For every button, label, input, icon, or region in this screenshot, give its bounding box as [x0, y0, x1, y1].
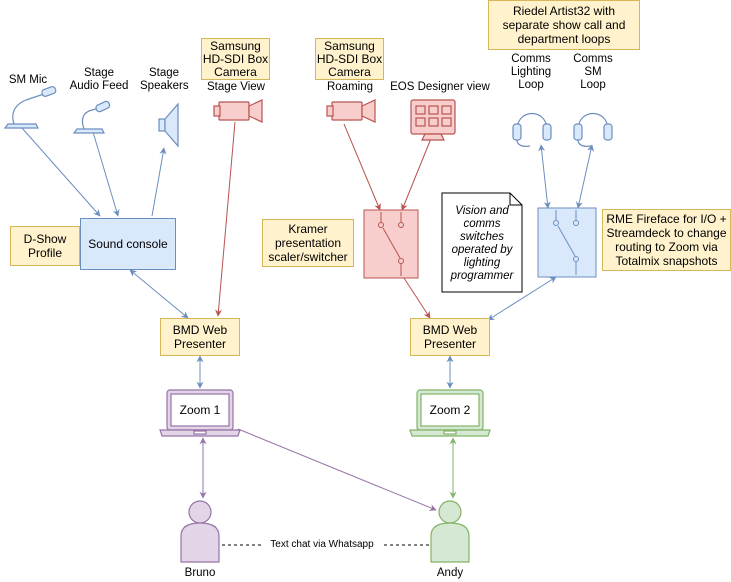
- label-stage-speakers: Stage Speakers: [140, 67, 189, 92]
- note-samsung-camera-1: Samsung HD-SDI Box Camera: [201, 38, 270, 80]
- note-samsung-camera-2: Samsung HD-SDI Box Camera: [315, 38, 384, 80]
- node-zoom-1: Zoom 1: [179, 403, 221, 417]
- edge-lighting-loop-rme: [538, 144, 551, 209]
- edge-stage-camera-bmd1: [215, 121, 236, 317]
- rme-fireface-box: [537, 207, 597, 278]
- label-stage-view: Stage View: [207, 81, 265, 93]
- edge-console-bmd1: [129, 269, 189, 319]
- label-roaming: Roaming: [326, 81, 374, 93]
- stage-view-camera-icon: [213, 99, 263, 123]
- node-bmd-web-presenter-1: BMD Web Presenter: [160, 318, 240, 356]
- note-d-show-profile: D-Show Profile: [10, 226, 80, 266]
- zoom-1-laptop: [159, 389, 241, 437]
- node-bmd-web-presenter-2: BMD Web Presenter: [410, 318, 490, 356]
- edge-roaming-camera-kramer: [343, 123, 381, 211]
- node-zoom-2: Zoom 2: [429, 403, 471, 417]
- edge-audio-feed-to-console: [92, 131, 120, 217]
- note-riedel: Riedel Artist32 with separate show call …: [488, 0, 640, 50]
- comms-lighting-headset-icon: [512, 113, 552, 147]
- label-stage-audio-feed: Stage Audio Feed: [69, 67, 129, 92]
- edge-zoom1-andy: [237, 428, 437, 511]
- label-andy: Andy: [436, 567, 464, 579]
- stage-speaker-icon: [158, 102, 179, 148]
- label-comms-sm-loop: Comms SM Loop: [573, 53, 613, 91]
- label-text-chat: Text chat via Whatsapp: [262, 538, 382, 551]
- roaming-camera-icon: [326, 99, 376, 123]
- node-sound-console: Sound console: [80, 218, 176, 270]
- stage-audio-feed-mic-icon: [72, 100, 111, 134]
- bruno-person-icon: [180, 500, 220, 563]
- note-vision-comms: Vision and comms switches operated by li…: [450, 205, 514, 282]
- edge-rme-bmd2: [487, 276, 557, 321]
- kramer-switcher-box: [363, 209, 419, 279]
- edges-red: [215, 121, 433, 319]
- edge-sm-mic-to-console: [21, 127, 101, 217]
- label-sm-mic: SM Mic: [8, 74, 48, 86]
- andy-person-icon: [430, 500, 470, 563]
- note-rme-fireface: RME Fireface for I/O + Streamdeck to cha…: [602, 209, 731, 271]
- zoom-2-laptop: [409, 389, 491, 437]
- note-kramer: Kramer presentation scaler/switcher: [262, 219, 354, 267]
- edge-console-to-speakers: [151, 147, 167, 217]
- eos-designer-view-icon: [410, 99, 456, 141]
- sm-mic-icon: [3, 86, 57, 129]
- label-bruno: Bruno: [184, 567, 216, 579]
- edge-sm-loop-rme: [575, 144, 595, 209]
- comms-sm-headset-icon: [573, 113, 613, 147]
- edge-eos-kramer: [401, 135, 433, 211]
- edge-kramer-bmd2: [403, 277, 431, 319]
- vision-comms-note-shape: [441, 192, 523, 293]
- label-comms-lighting-loop: Comms Lighting Loop: [510, 53, 552, 91]
- label-eos-designer-view: EOS Designer view: [390, 81, 490, 93]
- edges-blue: [21, 127, 595, 389]
